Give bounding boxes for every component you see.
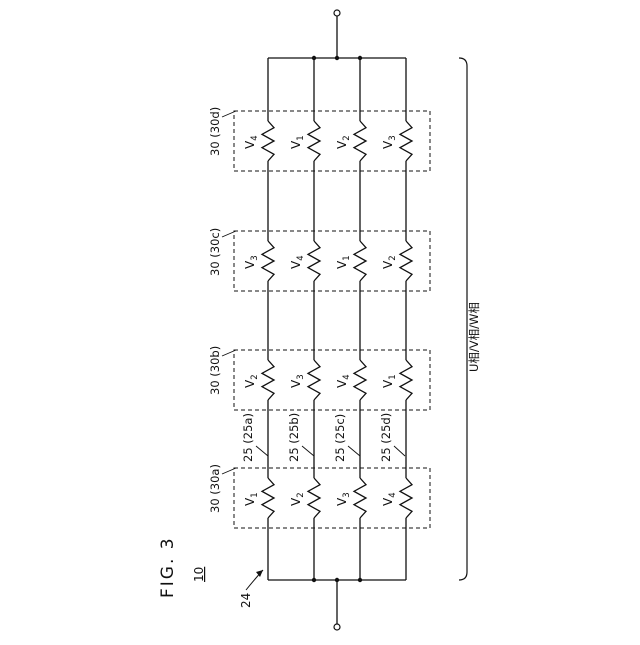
resistor-zigzag (400, 241, 412, 281)
resistor-zigzag (354, 121, 366, 161)
block-outline (234, 231, 430, 291)
resistor-zigzag (354, 241, 366, 281)
block-outline (234, 350, 430, 410)
junction-dot (312, 578, 316, 582)
resistor-label: V4 (335, 374, 352, 388)
resistor-label: V4 (381, 492, 398, 506)
block-ref-label: 30 (30a) (208, 464, 222, 513)
leader-line-25a (256, 446, 268, 456)
figure-title: FIG. 3 (158, 536, 178, 598)
phase-brace (459, 58, 467, 580)
resistor-block-30d: 30 (30d) V4 V1 V2 V3 (208, 107, 430, 171)
resistor-label: V2 (243, 374, 260, 388)
conductor-label-25a: 25 (25a) (241, 413, 255, 462)
bottom-terminal (334, 624, 340, 630)
resistor-label: V1 (335, 255, 352, 269)
resistor-label: V2 (335, 135, 352, 149)
leader-line-25b (302, 446, 314, 456)
resistor-label: V3 (381, 135, 398, 149)
terminals (312, 10, 362, 630)
leader-line-25c (348, 446, 360, 456)
figure-number: 10 (192, 567, 206, 582)
resistor-zigzag (262, 478, 274, 518)
conductor-label-25c: 25 (25c) (333, 414, 347, 462)
resistor-label: V4 (243, 135, 260, 149)
resistor-label: V4 (289, 255, 306, 269)
resistor-zigzag (354, 360, 366, 400)
junction-dot (335, 56, 339, 60)
block-ref-label: 30 (30d) (208, 107, 222, 156)
resistor-zigzag (308, 478, 320, 518)
resistor-zigzag (354, 478, 366, 518)
resistor-label: V1 (289, 135, 306, 149)
junction-dot (312, 56, 316, 60)
top-terminal (334, 10, 340, 16)
block-ref-label: 30 (30c) (208, 228, 222, 276)
resistor-label: V2 (289, 492, 306, 506)
junction-dot (358, 56, 362, 60)
resistor-zigzag (308, 121, 320, 161)
resistor-zigzag (262, 360, 274, 400)
resistor-zigzag (400, 478, 412, 518)
block-outline (234, 111, 430, 171)
resistor-zigzag (308, 360, 320, 400)
junction-dot (358, 578, 362, 582)
resistor-zigzag (308, 241, 320, 281)
resistor-label: V2 (381, 255, 398, 269)
resistor-label: V3 (335, 492, 352, 506)
conductor-label-25d: 25 (25d) (379, 413, 393, 462)
conductor-label-25b: 25 (25b) (287, 413, 301, 462)
resistor-label: V3 (243, 255, 260, 269)
resistor-label: V1 (243, 492, 260, 506)
block-outline (234, 468, 430, 528)
phase-label: U相/V相/W相 (467, 302, 481, 372)
resistor-label: V1 (381, 374, 398, 388)
block-ref-label: 30 (30b) (208, 346, 222, 395)
resistor-zigzag (400, 121, 412, 161)
resistor-block-30b: 30 (30b) V2 V3 V4 V1 (208, 346, 430, 410)
leader-line-25d (394, 446, 405, 456)
resistor-zigzag (262, 241, 274, 281)
assembly-ref-arrowhead (256, 570, 263, 577)
junction-dot (335, 578, 339, 582)
wires (268, 16, 406, 624)
resistor-block-30c: 30 (30c) V3 V4 V1 V2 (208, 228, 430, 291)
resistor-label: V3 (289, 374, 306, 388)
resistor-block-30a: 30 (30a) V1 V2 V3 V4 (208, 464, 430, 528)
assembly-ref-label: 24 (239, 593, 253, 608)
resistor-zigzag (262, 121, 274, 161)
resistor-zigzag (400, 360, 412, 400)
resistor-blocks: 30 (30a)V1V2V3V430 (30b)V2V3V4V130 (30c)… (208, 107, 430, 528)
